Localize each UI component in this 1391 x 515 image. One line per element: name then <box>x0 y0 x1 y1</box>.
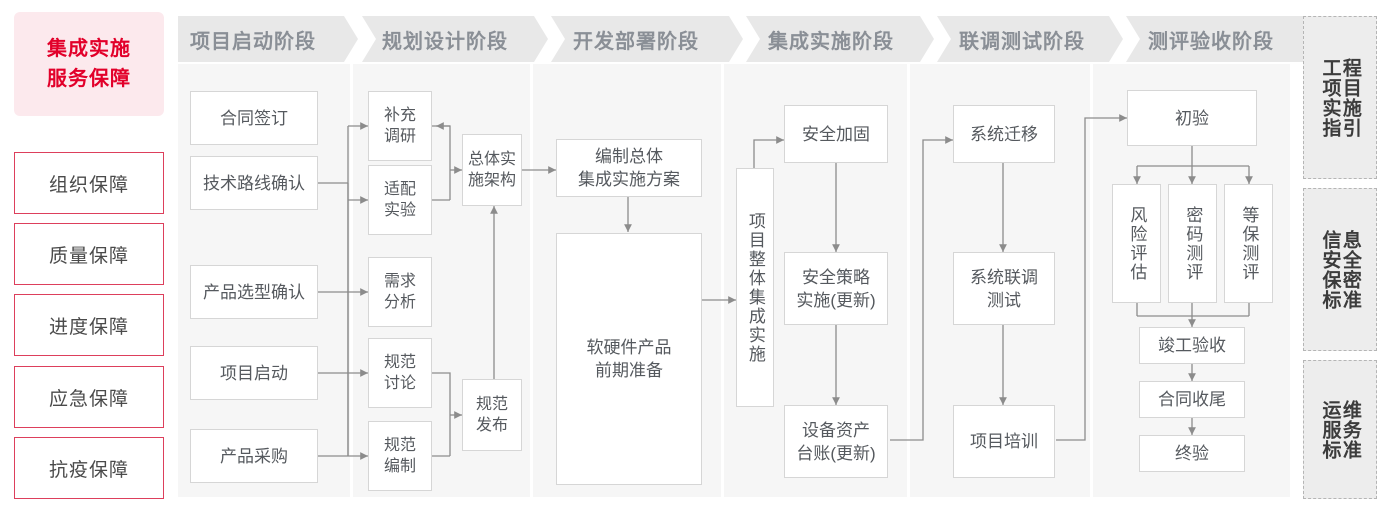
node-spec-release[interactable]: 规范发布 <box>462 379 522 451</box>
right-rail-ops-standard[interactable]: 维务准 运服标 <box>1303 360 1377 499</box>
node-asset-ledger-update[interactable]: 设备资产台账(更新) <box>784 405 888 478</box>
node-requirement-analysis[interactable]: 需求分析 <box>368 257 432 327</box>
node-cryptography-evaluation[interactable]: 密码测评 <box>1168 184 1217 303</box>
node-product-selection[interactable]: 产品选型确认 <box>190 265 318 319</box>
node-mlps-evaluation[interactable]: 等保测评 <box>1224 184 1273 303</box>
right-rail-3-col-right: 维务准 <box>1339 399 1361 460</box>
left-rail-item-organization[interactable]: 组织保障 <box>14 152 164 214</box>
node-system-migration[interactable]: 系统迁移 <box>953 105 1055 163</box>
stage-header-3[interactable]: 开发部署阶段 <box>551 16 743 62</box>
stage-header-5[interactable]: 联调测试阶段 <box>937 16 1123 62</box>
left-rail-item-quality[interactable]: 质量保障 <box>14 223 164 285</box>
node-completion-acceptance[interactable]: 竣工验收 <box>1139 327 1245 364</box>
node-spec-drafting[interactable]: 规范编制 <box>368 421 432 491</box>
node-project-kickoff[interactable]: 项目启动 <box>190 346 318 400</box>
node-final-acceptance[interactable]: 终验 <box>1139 435 1245 472</box>
left-rail-title: 集成实施 服务保障 <box>14 12 164 116</box>
node-contract-signing[interactable]: 合同签订 <box>190 91 318 145</box>
node-overall-architecture[interactable]: 总体实施架构 <box>462 134 522 206</box>
stage-header-4[interactable]: 集成实施阶段 <box>746 16 934 62</box>
node-system-joint-test[interactable]: 系统联调测试 <box>953 252 1055 325</box>
node-product-procurement[interactable]: 产品采购 <box>190 429 318 483</box>
node-tech-route-confirm[interactable]: 技术路线确认 <box>190 156 318 210</box>
stage-header-1[interactable]: 项目启动阶段 <box>178 16 358 62</box>
left-rail-item-emergency[interactable]: 应急保障 <box>14 366 164 428</box>
node-project-training[interactable]: 项目培训 <box>953 405 1055 478</box>
node-overall-integration-implementation[interactable]: 项目整体集成实施 <box>736 168 774 407</box>
left-rail-item-schedule[interactable]: 进度保障 <box>14 294 164 356</box>
node-supplementary-research[interactable]: 补充调研 <box>368 91 432 161</box>
node-preliminary-acceptance[interactable]: 初验 <box>1127 90 1257 146</box>
node-hw-sw-preparation[interactable]: 软硬件产品前期准备 <box>556 233 702 485</box>
right-rail-2-col-left: 信安保标 <box>1319 229 1341 310</box>
node-adaptation-test[interactable]: 适配实验 <box>368 165 432 235</box>
right-rail-engineering-guideline[interactable]: 程目施引 工项实指 <box>1303 16 1377 179</box>
stage-header-2[interactable]: 规划设计阶段 <box>362 16 548 62</box>
node-contract-closure[interactable]: 合同收尾 <box>1139 381 1245 418</box>
node-draft-integration-plan[interactable]: 编制总体集成实施方案 <box>556 139 702 197</box>
left-rail-title-line1: 集成实施 <box>47 38 131 60</box>
right-rail-2-col-right: 息全密准 <box>1339 229 1361 310</box>
stage-header-6[interactable]: 测评验收阶段 <box>1126 16 1322 62</box>
left-rail-item-epidemic[interactable]: 抗疫保障 <box>14 437 164 499</box>
right-rail-3-col-left: 运服标 <box>1319 399 1341 460</box>
right-rail-1-col-right: 程目施引 <box>1339 57 1361 138</box>
left-rail-title-line2: 服务保障 <box>47 68 131 90</box>
right-rail-1-col-left: 工项实指 <box>1319 57 1341 138</box>
node-security-hardening[interactable]: 安全加固 <box>784 105 888 163</box>
node-risk-assessment[interactable]: 风险评估 <box>1112 184 1161 303</box>
right-rail-security-standard[interactable]: 息全密准 信安保标 <box>1303 188 1377 351</box>
node-spec-discussion[interactable]: 规范讨论 <box>368 338 432 408</box>
node-security-policy-update[interactable]: 安全策略实施(更新) <box>784 252 888 325</box>
